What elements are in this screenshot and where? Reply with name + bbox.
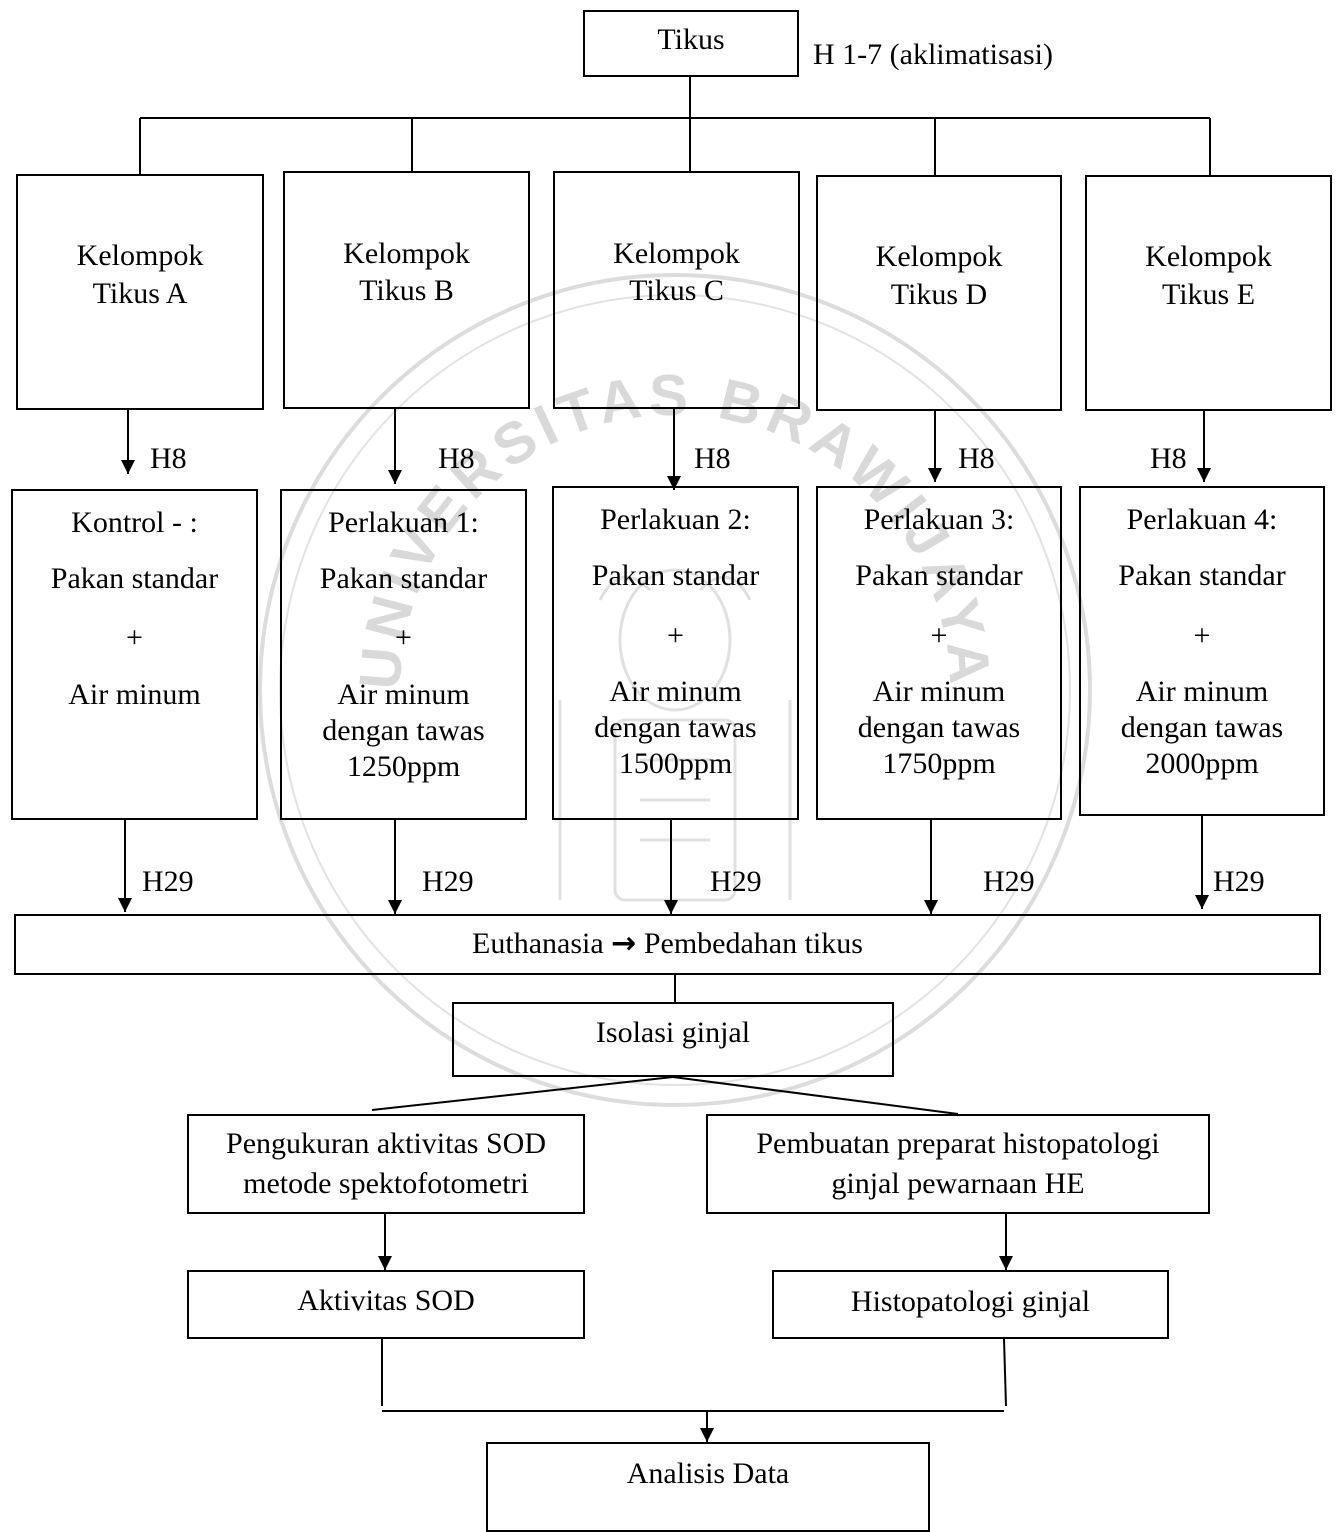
treatment-b-water-3: 1250ppm [346,750,461,783]
h8-label-e: H8 [1150,442,1187,475]
analysis-label: Analisis Data [626,1457,790,1490]
group-box-d: Kelompok Tikus D [816,175,1062,411]
treatment-a-plus: + [126,621,143,654]
h29-label-c: H29 [710,865,762,898]
group-box-a: Kelompok Tikus A [16,174,264,410]
group-d-line2: Tikus D [890,278,988,311]
arrow-right-icon: → [611,926,637,961]
sod-method-line1: Pengukuran aktivitas SOD [226,1127,546,1160]
treatment-e-water-1: Air minum [1135,675,1269,708]
sod-method-line2: metode spektofotometri [243,1167,529,1200]
histo-prep-line1: Pembuatan preparat histopatologi [756,1127,1160,1160]
group-d-line1: Kelompok [875,240,1003,273]
treatment-box-d: Perlakuan 3: Pakan standar + Air minum d… [816,486,1062,820]
treatment-c-feed: Pakan standar [591,559,760,592]
euthanasia-label: Euthanasia [472,927,604,960]
isolation-box: Isolasi ginjal [452,1002,894,1077]
treatment-box-a: Kontrol - : Pakan standar + Air minum [11,489,258,820]
treatment-a-water: Air minum [68,678,201,711]
group-e-line2: Tikus E [1161,278,1256,311]
isolation-label: Isolasi ginjal [595,1016,751,1049]
treatment-c-water-3: 1500ppm [618,747,733,780]
treatment-d-title: Perlakuan 3: [863,503,1015,536]
treatment-b-title: Perlakuan 1: [328,506,479,539]
group-a-line1: Kelompok [76,239,204,272]
sod-method-box: Pengukuran aktivitas SOD metode spektofo… [187,1114,585,1214]
histo-result-label: Histopatologi ginjal [850,1285,1091,1318]
treatment-c-title: Perlakuan 2: [600,503,751,536]
h8-label-c: H8 [694,442,731,475]
dissection-label: Pembedahan tikus [643,927,863,960]
root-box: Tikus [583,10,799,77]
treatment-d-feed: Pakan standar [855,559,1023,592]
group-box-b: Kelompok Tikus B [283,171,530,409]
treatment-a-title: Kontrol - : [71,506,198,539]
group-b-line2: Tikus B [359,274,454,307]
treatment-b-water-1: Air minum [337,678,470,711]
treatment-a-feed: Pakan standar [50,562,219,595]
h8-label-d: H8 [958,442,995,475]
group-c-line2: Tikus C [629,274,724,307]
treatment-e-plus: + [1193,619,1211,652]
euthanasia-box: Euthanasia → Pembedahan tikus [14,914,1321,975]
treatment-b-plus: + [395,621,412,654]
treatment-b-feed: Pakan standar [319,562,488,595]
h29-label-d: H29 [983,865,1035,898]
treatment-c-water-1: Air minum [609,675,742,708]
group-e-line1: Kelompok [1145,240,1272,273]
treatment-d-water-3: 1750ppm [882,747,996,780]
h29-label-a: H29 [142,865,194,898]
treatment-c-water-2: dengan tawas [594,711,757,744]
group-box-c: Kelompok Tikus C [553,171,800,409]
treatment-d-water-2: dengan tawas [857,711,1021,744]
group-c-line1: Kelompok [613,237,740,270]
root-label: Tikus [657,23,725,56]
treatment-e-water-3: 2000ppm [1145,747,1259,780]
treatment-box-b: Perlakuan 1: Pakan standar + Air minum d… [280,489,527,820]
h29-label-e: H29 [1213,865,1265,898]
histo-prep-box: Pembuatan preparat histopatologi ginjal … [706,1114,1210,1214]
sod-result-box: Aktivitas SOD [187,1270,585,1339]
treatment-e-water-2: dengan tawas [1120,711,1284,744]
h8-label-a: H8 [150,442,187,475]
treatment-box-e: Perlakuan 4: Pakan standar + Air minum d… [1079,486,1325,816]
histo-prep-line2: ginjal pewarnaan HE [831,1167,1085,1200]
treatment-box-c: Perlakuan 2: Pakan standar + Air minum d… [552,486,799,820]
treatment-c-plus: + [667,619,684,652]
h8-label-b: H8 [438,442,475,475]
treatment-e-feed: Pakan standar [1118,559,1286,592]
group-box-e: Kelompok Tikus E [1085,175,1332,411]
sod-result-label: Aktivitas SOD [297,1284,475,1317]
treatment-d-plus: + [930,619,948,652]
h29-label-b: H29 [422,865,474,898]
euthanasia-line: Euthanasia → Pembedahan tikus [16,926,1319,962]
group-a-line2: Tikus A [92,277,188,310]
acclimatization-label: H 1-7 (aklimatisasi) [813,38,1053,71]
analysis-box: Analisis Data [486,1442,930,1532]
group-b-line1: Kelompok [343,237,470,270]
treatment-e-title: Perlakuan 4: [1126,503,1278,536]
treatment-d-water-1: Air minum [872,675,1006,708]
treatment-b-water-2: dengan tawas [322,714,485,747]
histo-result-box: Histopatologi ginjal [772,1270,1169,1339]
